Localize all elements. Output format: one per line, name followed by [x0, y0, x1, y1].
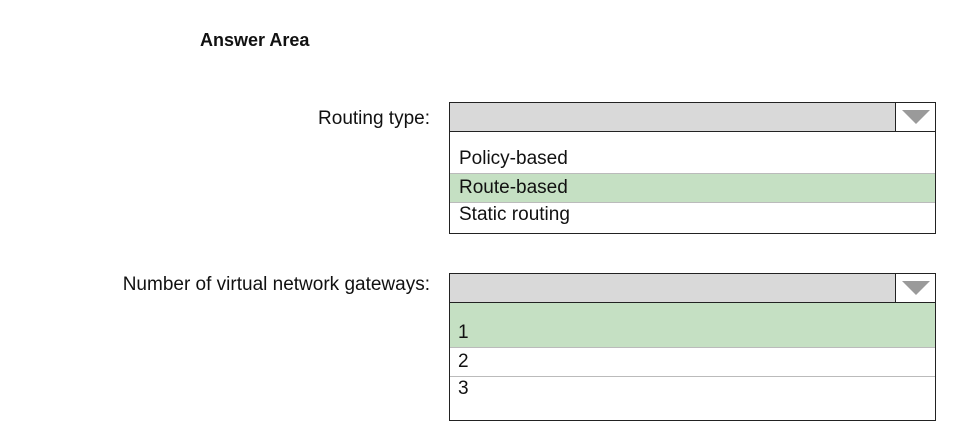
- triangle-down-icon: [902, 281, 930, 295]
- answer-area-title: Answer Area: [200, 30, 310, 50]
- dropdown-toggle-button[interactable]: [895, 274, 935, 302]
- option-static-routing[interactable]: Static routing: [459, 204, 570, 225]
- triangle-down-icon: [902, 110, 930, 124]
- dropdown-toggle-button[interactable]: [895, 103, 935, 131]
- option-1[interactable]: 1: [450, 303, 935, 348]
- option-policy-based[interactable]: Policy-based: [450, 132, 935, 174]
- gateways-dropdown[interactable]: 1 2 3: [449, 273, 936, 421]
- gateways-label: Number of virtual network gateways:: [122, 274, 430, 295]
- routing-type-label: Routing type:: [318, 108, 430, 129]
- dropdown-header[interactable]: [450, 274, 935, 303]
- option-route-based[interactable]: Route-based: [450, 174, 935, 203]
- option-3[interactable]: 3: [458, 378, 469, 399]
- option-2[interactable]: 2: [450, 348, 935, 377]
- dropdown-header[interactable]: [450, 103, 935, 132]
- routing-type-dropdown[interactable]: Policy-based Route-based Static routing: [449, 102, 936, 234]
